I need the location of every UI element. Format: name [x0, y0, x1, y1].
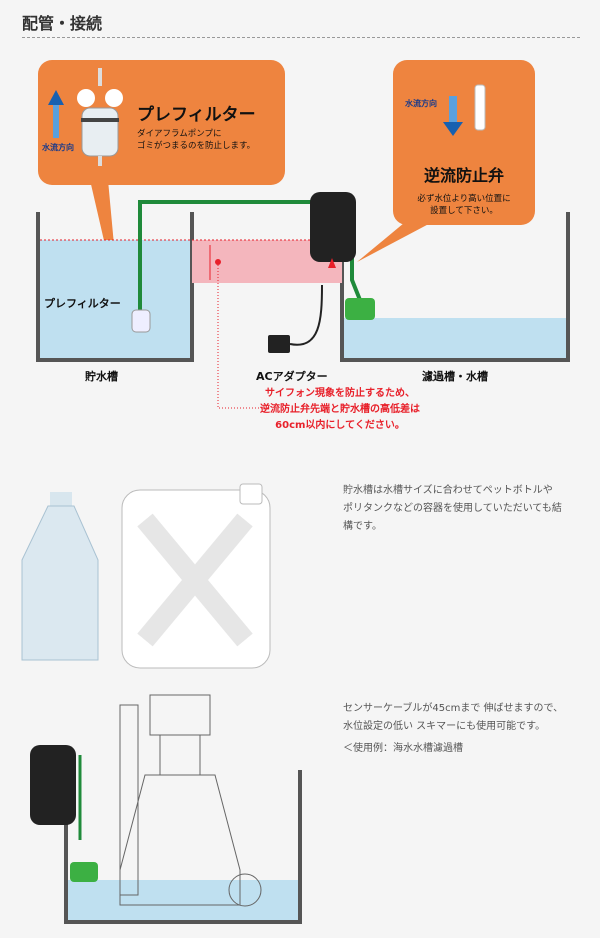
check-valve-flow-label: 水流方向 — [405, 99, 437, 108]
check-valve-note-line: 設置して下さい。 — [430, 206, 498, 216]
filter-tank — [340, 212, 570, 362]
prefilter-callout-title: プレフィルター — [137, 105, 256, 125]
siphon-warning: サイフォン現象を防止するため、 逆流防止弁先端と貯水槽の高低差は 60cm以内に… — [240, 386, 440, 434]
check-valve-note: 必ず水位より高い位置に 設置して下さい。 — [393, 193, 535, 217]
reservoir-note: 貯水槽は水槽サイズに合わせてペットボトルや ポリタンクなどの容器を使用していただ… — [343, 482, 593, 536]
title-divider — [22, 37, 580, 38]
prefilter-description-line: ゴミがつまるのを防止します。 — [137, 141, 256, 151]
check-valve-note-line: 必ず水位より高い位置に — [417, 194, 511, 204]
ac-adapter-label: ACアダプター — [256, 370, 328, 383]
note-line: 水位設定の低い スキマーにも使用可能です。 — [343, 721, 546, 732]
leader-line — [217, 262, 268, 409]
prefilter-label: プレフィルター — [44, 297, 121, 310]
note-line: 貯水槽は水槽サイズに合わせてペットボトルや — [343, 485, 553, 496]
prefilter-in-tank — [131, 309, 151, 333]
prefilter-description-line: ダイアフラムポンプに — [137, 129, 222, 139]
jerry-can-image — [121, 483, 271, 669]
reservoir-tank — [36, 212, 194, 362]
warning-line: サイフォン現象を防止するため、 — [265, 388, 415, 399]
prefilter-flow-label: 水流方向 — [42, 143, 74, 152]
check-valve-callout-title: 逆流防止弁 — [423, 166, 504, 185]
page-title: 配管・接続 — [22, 14, 103, 33]
flow-down-arrow-icon — [443, 96, 463, 136]
check-valve-image — [474, 84, 486, 131]
warning-line: 60cm以内にしてください。 — [275, 420, 405, 431]
note-line: センサーケーブルが45cmまで 伸ばせますので、 — [343, 703, 564, 714]
usage-example: ＜使用例：海水水槽濾過槽 — [343, 743, 463, 754]
filter-tank-label: 濾過槽・水槽 — [422, 370, 488, 383]
skimmer-example-image — [30, 694, 302, 924]
flow-up-arrow-icon — [48, 90, 64, 138]
sensor-note: センサーケーブルが45cmまで 伸ばせますので、 水位設定の低い スキマーにも使… — [343, 700, 593, 758]
note-line: ポリタンクなどの容器を使用していただいても結 — [343, 503, 562, 514]
note-line: 構です。 — [343, 521, 382, 532]
warning-line: 逆流防止弁先端と貯水槽の高低差は — [260, 404, 420, 415]
check-valve-callout-box — [357, 60, 535, 262]
prefilter-description: ダイアフラムポンプに ゴミがつまるのを防止します。 — [137, 128, 255, 152]
pump-unit — [310, 192, 375, 320]
prefilter-image — [77, 68, 123, 166]
intake-tube — [138, 200, 312, 310]
reservoir-label: 貯水槽 — [85, 370, 118, 383]
pet-bottle-image — [21, 492, 99, 661]
ac-adapter-image — [268, 284, 323, 353]
